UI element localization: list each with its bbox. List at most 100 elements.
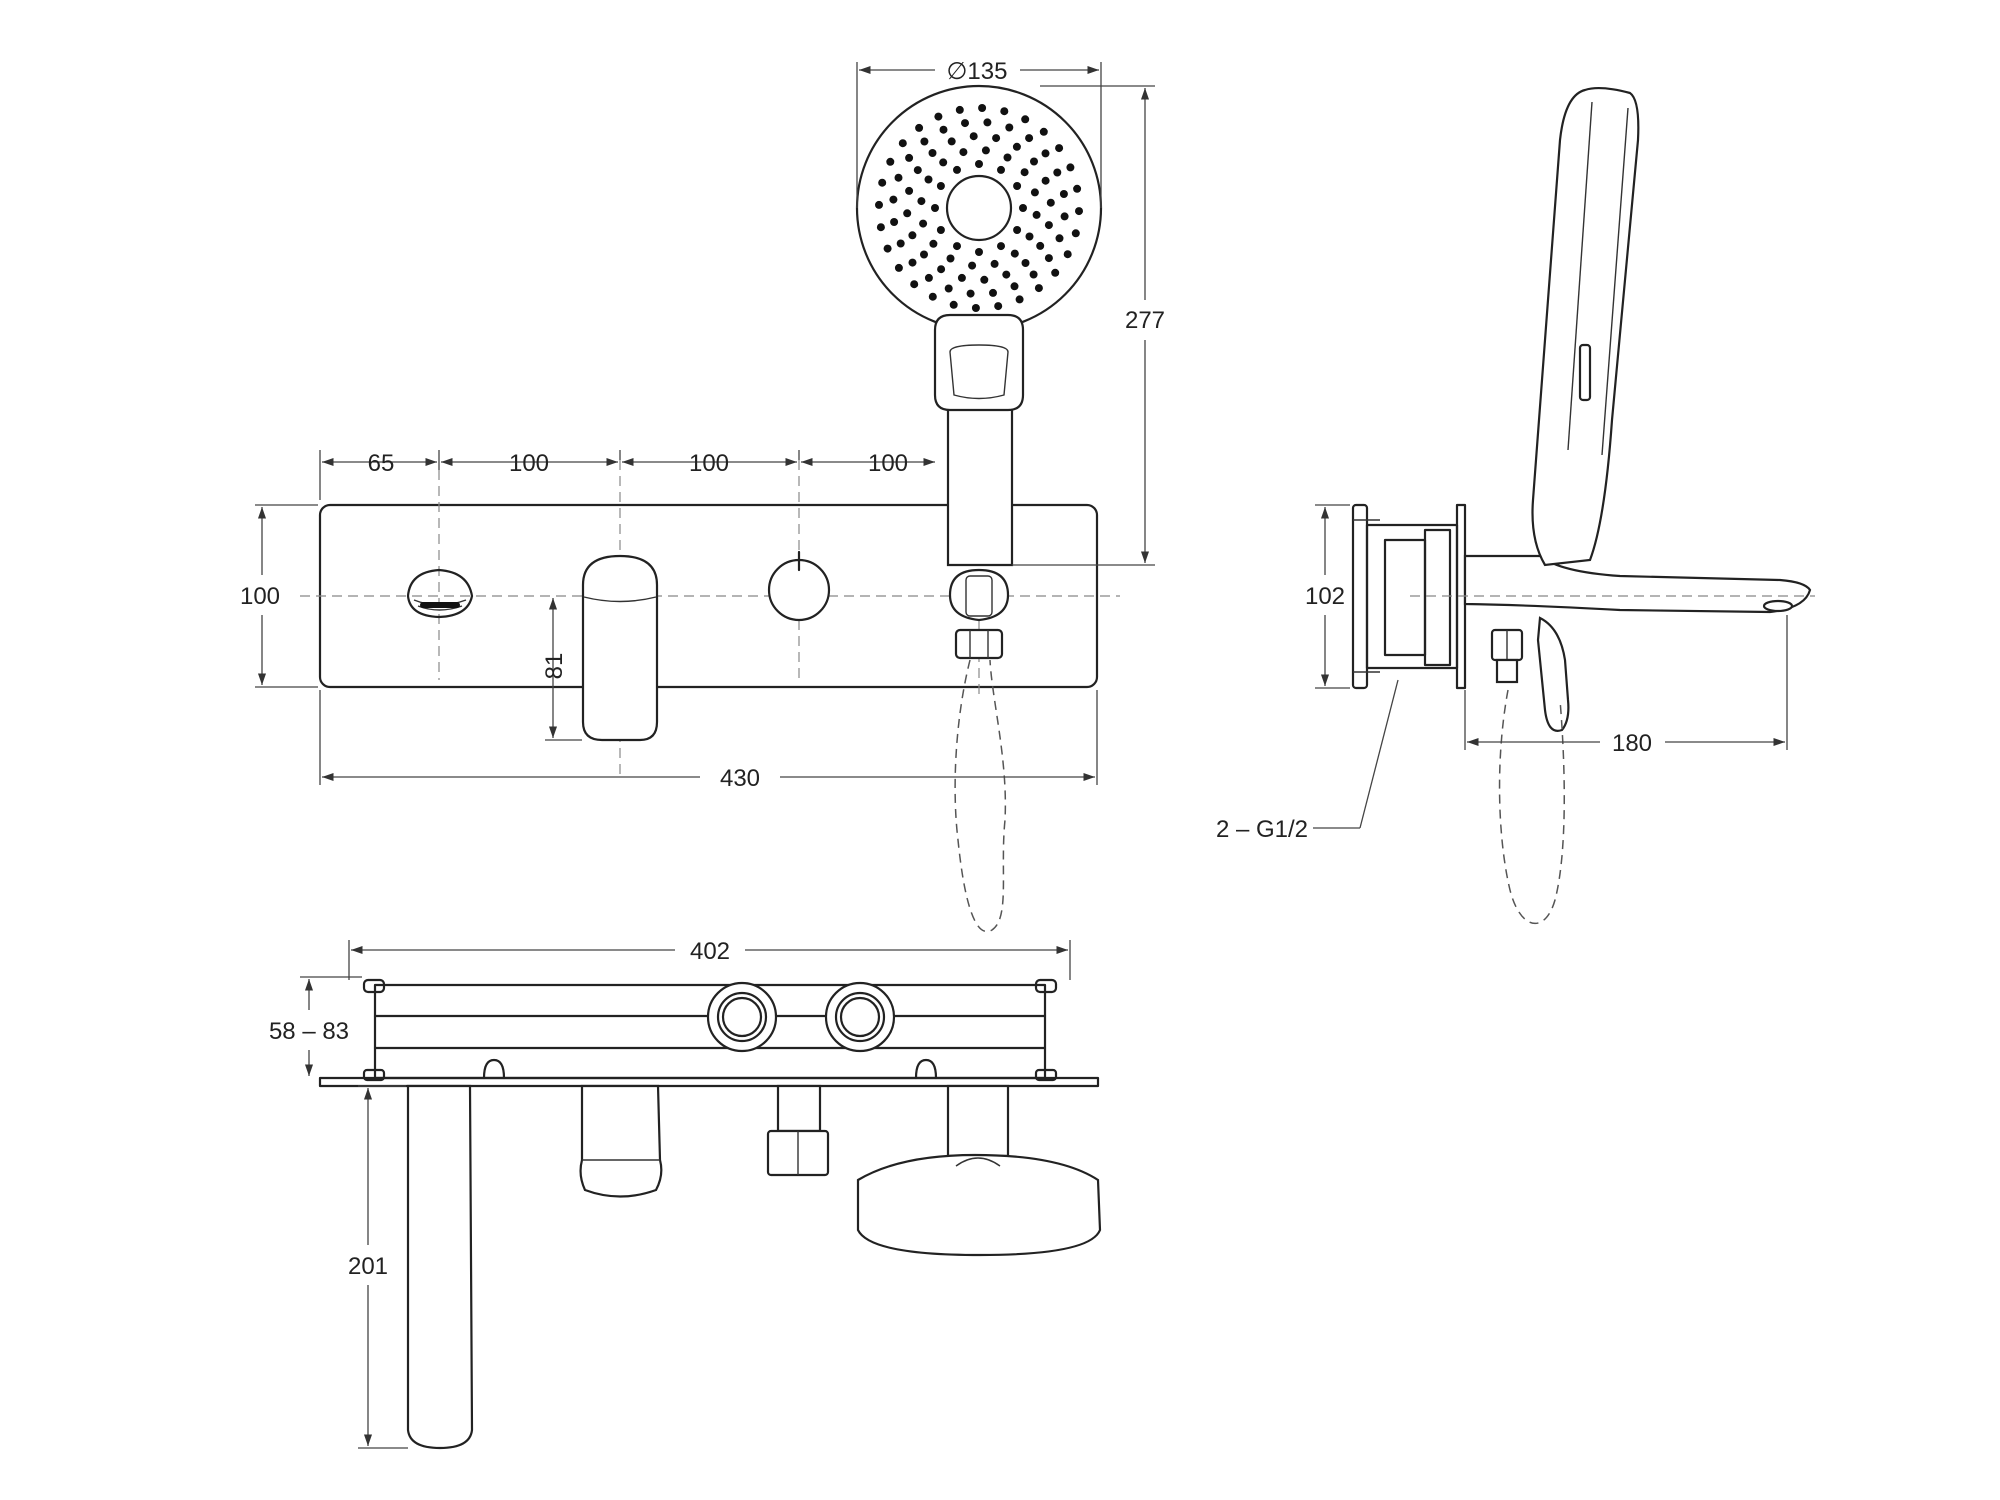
- nozzle-dot: [937, 265, 946, 274]
- nozzle-dot: [969, 132, 978, 141]
- nozzle-dot: [1063, 250, 1072, 259]
- dim-plate-height: 100: [240, 583, 280, 610]
- side-hose-dashed: [1498, 689, 1566, 925]
- dim-spout-projection: 180: [1612, 730, 1652, 757]
- nozzle-dot: [981, 146, 990, 155]
- nozzle-dot: [983, 118, 992, 127]
- top-handset: [856, 1153, 1102, 1257]
- nozzle-dot: [1019, 204, 1027, 212]
- nozzle-dot: [917, 197, 926, 206]
- top-box: [373, 983, 1047, 1080]
- nozzle-dot: [928, 149, 937, 157]
- nozzle-dot: [1013, 226, 1022, 234]
- nozzle-dot: [944, 284, 953, 293]
- top-cover-plate: [318, 1076, 1100, 1088]
- nozzle-dot: [975, 248, 983, 256]
- nozzle-dot: [894, 263, 903, 272]
- nozzle-dot: [978, 104, 987, 112]
- nozzle-dot: [1025, 232, 1034, 241]
- dim-side-depth: 102: [1305, 583, 1345, 610]
- nozzle-dot: [1030, 157, 1038, 166]
- nozzle-dot: [1029, 270, 1038, 279]
- nozzle-dot: [997, 242, 1005, 251]
- dim-spacing-100-a: 100: [509, 450, 549, 477]
- nozzle-dot: [971, 304, 980, 312]
- handset-holder: [948, 568, 1010, 660]
- nozzle-dot: [947, 137, 956, 146]
- nozzle-dot: [959, 148, 968, 157]
- nozzle-dot: [997, 165, 1005, 174]
- nozzle-dot: [1055, 144, 1064, 153]
- nozzle-dot: [1002, 270, 1011, 279]
- nozzle-dot: [949, 300, 958, 309]
- dim-spacing-100-b: 100: [689, 450, 729, 477]
- dimension-labels: ∅135 277 65 100 100 100 100 81 430 102 1…: [240, 58, 1652, 1280]
- dimension-lines: [255, 62, 1788, 1449]
- mixer-lever-front: [581, 554, 659, 742]
- nozzle-dot: [955, 105, 964, 114]
- dim-lever-height: 81: [541, 653, 568, 680]
- nozzle-dot: [1044, 254, 1053, 263]
- dim-spout-length: 201: [348, 1253, 388, 1280]
- handset-side: [1531, 86, 1640, 567]
- nozzle-dot: [953, 242, 961, 251]
- nozzle-dot: [1059, 190, 1068, 198]
- nozzle-dot: [1020, 168, 1029, 177]
- diverter-button: [406, 568, 474, 619]
- inlet-left: [706, 981, 778, 1053]
- nozzle-dot: [990, 259, 999, 268]
- nozzle-dot: [1051, 268, 1060, 277]
- nozzle-dot: [1046, 198, 1055, 207]
- nozzle-dot: [1010, 282, 1019, 291]
- nozzle-dot: [946, 254, 955, 263]
- nozzle-dot: [905, 186, 914, 195]
- nozzle-dot: [1041, 149, 1050, 158]
- dim-spacing-100-c: 100: [868, 450, 908, 477]
- front-view: [300, 84, 1120, 933]
- nozzle-dot: [913, 166, 922, 175]
- nozzle-dot: [1013, 182, 1022, 190]
- nozzle-dot: [928, 292, 937, 301]
- nozzle-dot: [1010, 249, 1019, 258]
- nozzle-dot: [875, 200, 883, 209]
- nozzle-dot: [1055, 234, 1064, 243]
- top-spout: [406, 1084, 474, 1450]
- dim-handset-height: 277: [1125, 307, 1165, 334]
- nozzle-dot: [1030, 188, 1039, 197]
- nozzle-dot: [1044, 221, 1053, 230]
- nozzle-dot: [939, 158, 948, 167]
- nozzle-dot: [1025, 134, 1034, 143]
- nozzle-dot: [1015, 295, 1024, 304]
- dim-spacing-65: 65: [368, 450, 395, 477]
- nozzle-dot: [924, 273, 933, 282]
- nozzle-dot: [905, 153, 914, 162]
- hose-dashed: [954, 659, 1007, 933]
- nozzle-dot: [1021, 259, 1030, 267]
- nozzle-dot: [1053, 168, 1062, 177]
- nozzle-dot: [961, 119, 969, 128]
- nozzle-dot: [1073, 184, 1082, 193]
- nozzle-dot: [1041, 176, 1050, 185]
- nozzle-dot: [939, 125, 948, 134]
- nozzle-dot: [994, 302, 1003, 311]
- nozzle-dot: [903, 209, 912, 218]
- nozzle-dot: [908, 231, 917, 240]
- nozzle-dot: [1000, 107, 1009, 116]
- nozzle-dot: [878, 178, 887, 187]
- nozzle-dot: [936, 182, 945, 190]
- handset-front: [855, 84, 1103, 567]
- side-lever: [1536, 616, 1570, 732]
- nozzle-dot: [889, 195, 898, 204]
- nozzle-dot: [936, 226, 945, 234]
- nozzle-dot: [934, 112, 943, 121]
- nozzle-dot: [1036, 241, 1045, 250]
- nozzle-dot: [919, 219, 928, 228]
- dim-shower-head-diameter: ∅135: [947, 58, 1008, 85]
- nozzle-pattern: [875, 104, 1083, 312]
- nozzle-dot: [924, 175, 933, 184]
- nozzle-dot: [894, 173, 903, 182]
- nozzle-dot: [920, 250, 928, 259]
- nozzle-dot: [1034, 284, 1043, 293]
- side-spout: [1463, 554, 1812, 614]
